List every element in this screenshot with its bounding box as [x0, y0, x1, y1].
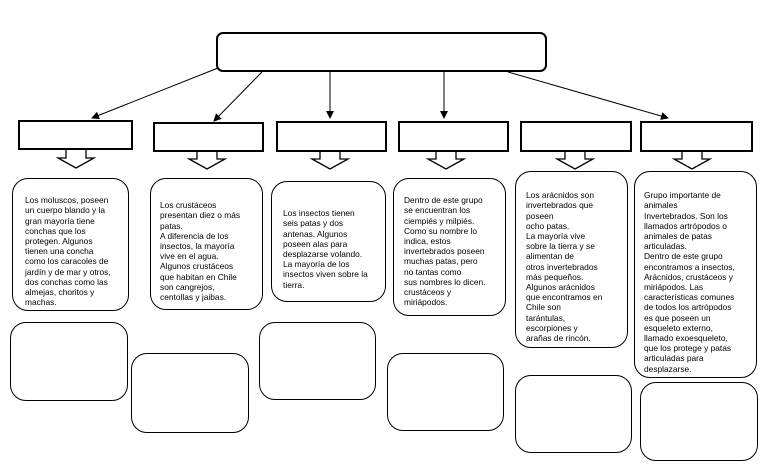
description-text: Los arácnidos son invertebrados que pose…	[526, 190, 603, 344]
description-text: Grupo importante de animales Invertebrad…	[644, 190, 735, 374]
answer-box-5[interactable]	[515, 375, 632, 453]
down-arrow-6	[671, 152, 713, 170]
description-box-4: Dentro de este grupo se encuentran los c…	[393, 178, 506, 316]
description-text: Los insectos tienen seis patas y dos ant…	[283, 208, 368, 290]
description-box-6: Grupo importante de animales Invertebrad…	[634, 171, 757, 378]
category-box-1[interactable]	[18, 120, 133, 150]
arrow-1	[91, 67, 219, 120]
answer-box-1[interactable]	[10, 322, 128, 401]
answer-box-4[interactable]	[387, 353, 504, 431]
answer-box-3[interactable]	[259, 322, 376, 400]
down-arrow-5	[554, 152, 596, 170]
category-box-6[interactable]	[640, 121, 753, 152]
arrow-2	[213, 71, 263, 122]
down-arrow-3	[309, 152, 351, 170]
description-box-2: Los crustáceos presentan diez o más pata…	[150, 178, 263, 310]
description-box-3: Los insectos tienen seis patas y dos ant…	[271, 181, 386, 302]
description-text: Los moluscos, poseen un cuerpo blando y …	[25, 195, 111, 308]
category-box-2[interactable]	[153, 122, 264, 152]
description-text: Los crustáceos presentan diez o más pata…	[160, 200, 241, 303]
title-box[interactable]	[216, 32, 547, 72]
category-box-4[interactable]	[398, 121, 509, 152]
category-box-5[interactable]	[520, 121, 632, 152]
down-arrow-4	[425, 152, 467, 170]
category-box-3[interactable]	[276, 121, 387, 152]
answer-box-6[interactable]	[640, 382, 758, 461]
description-box-5: Los arácnidos son invertebrados que pose…	[515, 171, 628, 348]
down-arrow-2	[186, 152, 228, 170]
down-arrow-1	[55, 150, 97, 169]
description-box-1: Los moluscos, poseen un cuerpo blando y …	[12, 178, 129, 311]
answer-box-2[interactable]	[131, 353, 249, 433]
arrow-5	[507, 71, 669, 120]
description-text: Dentro de este grupo se encuentran los c…	[404, 195, 486, 308]
